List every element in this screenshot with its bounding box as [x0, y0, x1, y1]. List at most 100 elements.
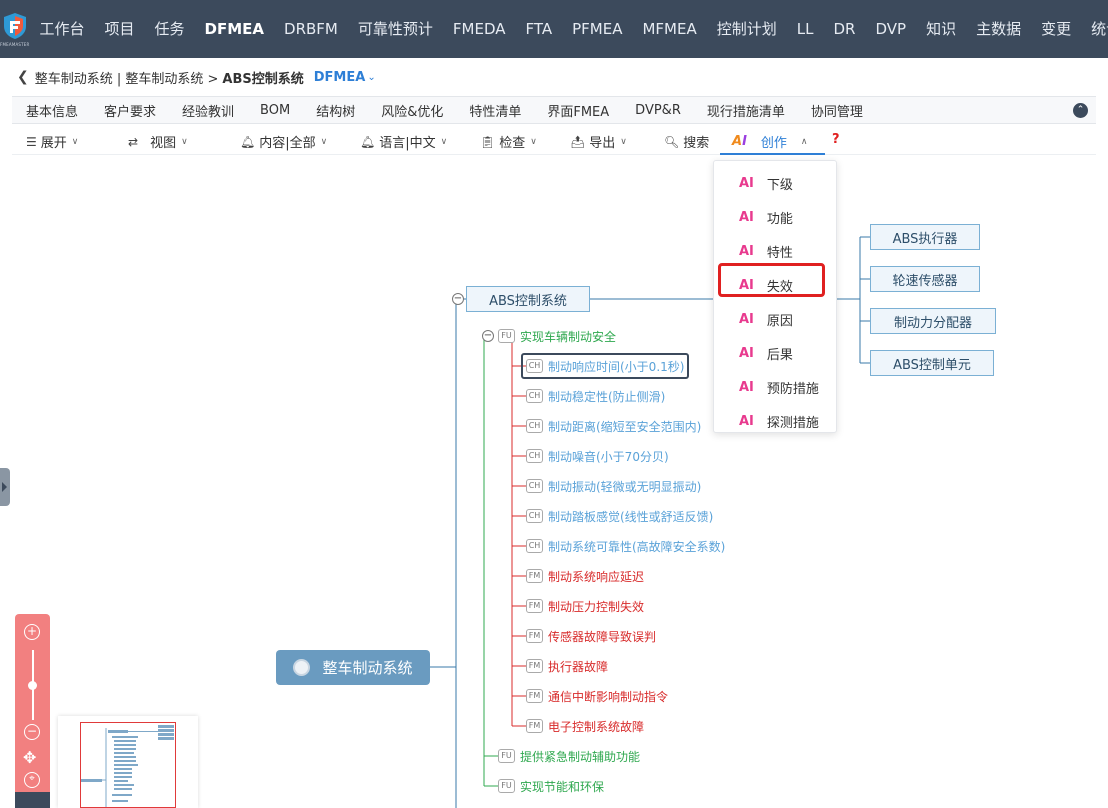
zoom-slider-handle[interactable] — [28, 681, 37, 690]
zoom-controls: + − ✥ ⌖ — [15, 614, 50, 808]
collapse-minus-icon[interactable]: − — [452, 293, 464, 305]
nav-item[interactable]: FMEDA — [452, 20, 506, 38]
eye-icon[interactable] — [15, 792, 50, 808]
chevron-down-icon[interactable]: ⌄ — [367, 71, 376, 83]
nav-item[interactable]: DVP — [875, 20, 907, 38]
nav-item[interactable]: 工作台 — [39, 20, 85, 38]
node-label: 制动稳定性(防止侧滑) — [548, 389, 666, 404]
ai-icon: AI — [739, 243, 754, 259]
node-type-tag: CH — [526, 539, 543, 553]
clipboard-icon: 📋︎ — [480, 134, 496, 149]
swap-arrows-icon: ⇄ — [128, 134, 139, 149]
nav-item[interactable]: MFMEA — [642, 20, 697, 38]
target-icon[interactable]: ⌖ — [24, 772, 40, 788]
view-button[interactable]: ⇄ 视图 ∨ — [128, 132, 188, 152]
create-menu-item-label: 下级 — [766, 177, 793, 193]
child-node[interactable]: ABS控制单元 — [870, 350, 994, 376]
nav-item[interactable]: FTA — [525, 20, 553, 38]
nav-item[interactable]: PFMEA — [572, 20, 623, 38]
nav-item[interactable]: 任务 — [154, 20, 185, 38]
create-menu-item[interactable]: AI 后果 — [714, 336, 836, 370]
tab[interactable]: BOM — [260, 102, 291, 118]
tab[interactable]: 客户要求 — [104, 104, 157, 120]
check-button[interactable]: 📋︎ 检查 ∨ — [480, 132, 537, 152]
child-node[interactable]: ABS执行器 — [870, 224, 980, 250]
zoom-out-icon[interactable]: − — [24, 724, 40, 740]
ai-create-button[interactable]: AI 创作 ∧ — [732, 132, 808, 151]
search-button[interactable]: 🔍︎ 搜索 — [664, 132, 709, 152]
nav-item[interactable]: 控制计划 — [716, 20, 777, 38]
tab[interactable]: 特性清单 — [469, 104, 522, 120]
help-button[interactable]: ? — [832, 132, 840, 147]
expand-button[interactable]: ☰ 展开 ∨ — [26, 132, 78, 152]
collapse-minus-icon[interactable]: − — [482, 330, 494, 342]
breadcrumb-path[interactable]: 整车制动系统 | 整车制动系统 > — [34, 71, 219, 87]
nav-item[interactable]: 知识 — [926, 20, 957, 38]
nav-item[interactable]: 变更 — [1041, 20, 1072, 38]
system-node[interactable]: ABS控制系统 — [466, 286, 590, 312]
back-chevron-icon[interactable]: ❮ — [17, 69, 29, 85]
nav-item[interactable]: LL — [796, 20, 814, 38]
app-logo[interactable]: FMEAMASTER — [0, 0, 30, 58]
tab[interactable]: 经验教训 — [182, 104, 235, 120]
tab[interactable]: 基本信息 — [26, 104, 79, 120]
logo-text: FMEAMASTER — [0, 41, 30, 47]
child-node[interactable]: 制动力分配器 — [870, 308, 996, 334]
tab[interactable]: 风险&优化 — [381, 104, 444, 120]
tab[interactable]: DVP&R — [635, 102, 681, 118]
tab[interactable]: 界面FMEA — [547, 104, 610, 120]
mode-selector[interactable]: DFMEA — [313, 69, 366, 85]
minimap-viewport[interactable] — [80, 722, 176, 808]
nav-item[interactable]: 可靠性预计 — [357, 20, 433, 38]
node-type-tag: FM — [526, 629, 543, 643]
ai-icon: AI — [739, 345, 754, 361]
nav-item[interactable]: DR — [833, 20, 856, 38]
root-node[interactable]: 整车制动系统 — [276, 650, 430, 685]
nav-item[interactable]: 统计 — [1091, 20, 1108, 38]
content-filter-button[interactable]: 🔔︎ 内容|全部 ∨ — [240, 132, 327, 152]
tab[interactable]: 结构树 — [316, 104, 356, 120]
child-node[interactable]: 轮速传感器 — [870, 266, 980, 292]
nav-item[interactable]: DFMEA — [204, 20, 265, 38]
create-menu-item-label: 后果 — [766, 347, 793, 363]
nav-item[interactable]: 主数据 — [976, 20, 1022, 38]
mindmap-canvas[interactable] — [12, 155, 1096, 808]
side-panel-toggle[interactable] — [0, 468, 10, 506]
language-button[interactable]: 🔔︎ 语言|中文 ∨ — [360, 132, 447, 152]
move-icon[interactable]: ✥ — [23, 748, 37, 767]
zoom-in-icon[interactable]: + — [24, 624, 40, 640]
tab[interactable]: 协同管理 — [810, 104, 863, 120]
collapse-up-icon[interactable]: ⌃ — [1073, 103, 1088, 118]
export-button[interactable]: 📤︎ 导出 ∨ — [570, 132, 627, 152]
minimap[interactable] — [58, 716, 198, 808]
tab[interactable]: 现行措施清单 — [706, 104, 785, 120]
toolbar: ☰ 展开 ∨ ⇄ 视图 ∨ 🔔︎ 内容|全部 ∨ 🔔︎ 语言|中文 ∨ 📋︎ 检… — [12, 125, 1096, 155]
nav-item[interactable]: 项目 — [104, 20, 135, 38]
node-type-tag: FM — [526, 569, 543, 583]
nav-item[interactable]: DRBFM — [284, 20, 338, 38]
bell-icon: 🔔︎ — [240, 134, 256, 149]
